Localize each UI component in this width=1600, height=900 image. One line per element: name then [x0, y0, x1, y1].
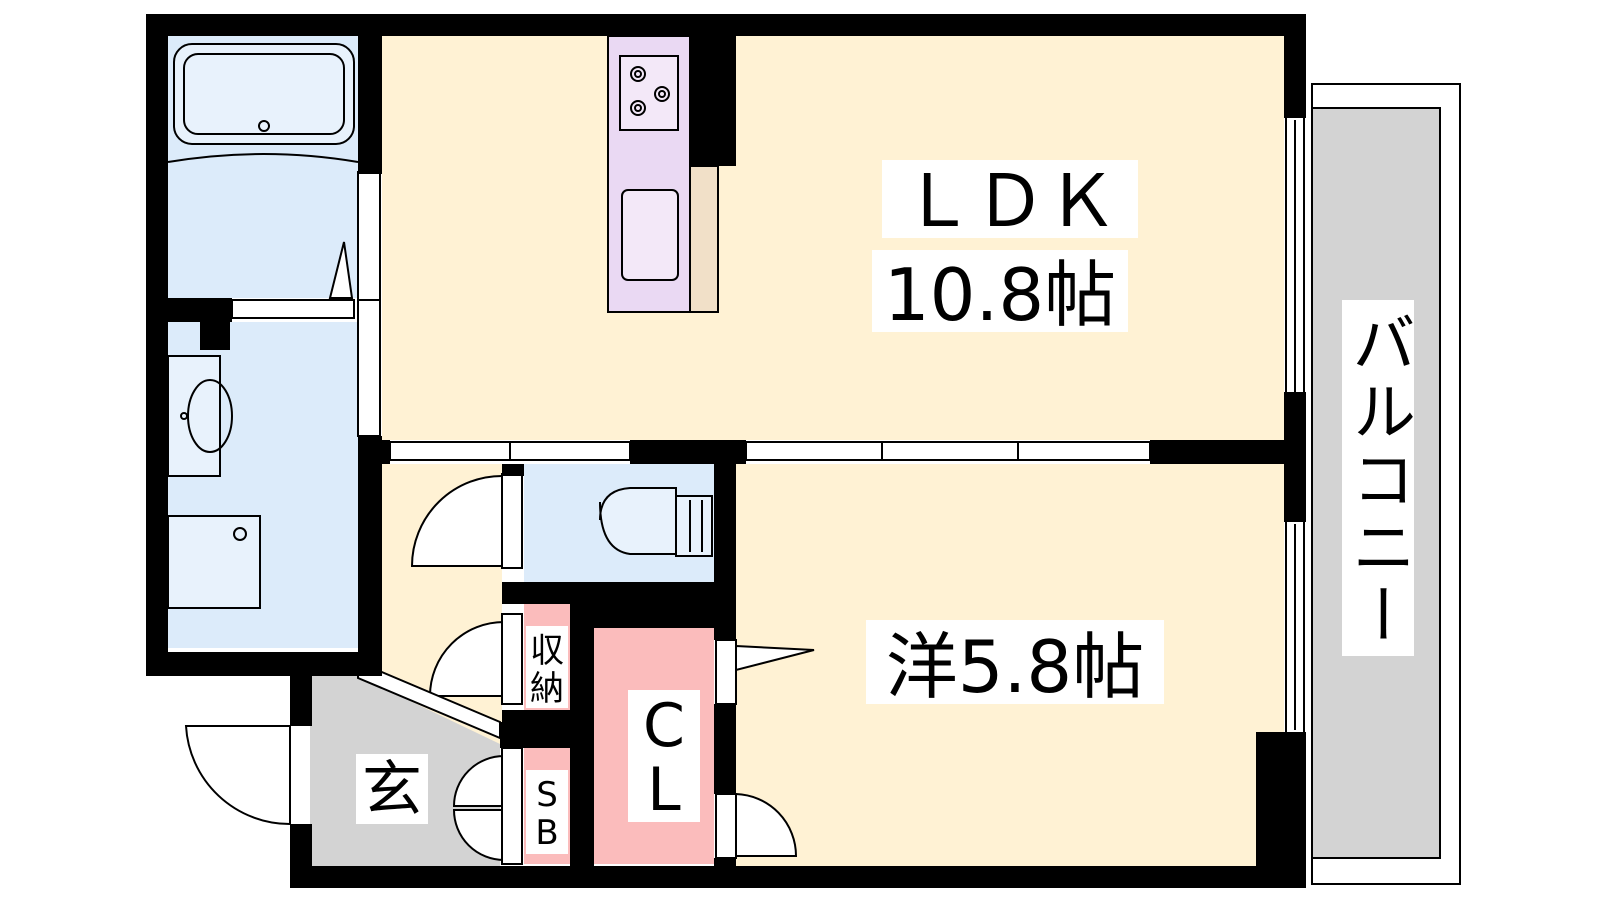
kitchen-back-counter — [689, 165, 719, 313]
entrance-label-group: 玄 — [356, 754, 428, 825]
shoe-box-label-group: S B — [526, 770, 568, 854]
front-door-swing — [184, 725, 291, 826]
ldk-room-size: 10.8帖 — [884, 253, 1116, 337]
walls — [146, 14, 1306, 888]
closet-label-line2: L — [647, 755, 681, 825]
balcony-label: バルコニー — [1341, 310, 1415, 650]
closet-label-line1: C — [643, 691, 685, 761]
balcony-label-group: バルコニー — [1341, 300, 1415, 656]
doors — [184, 473, 815, 865]
sliding-panels — [231, 115, 1305, 735]
closet-label-group: C L — [628, 690, 700, 825]
sink-icon — [621, 189, 679, 281]
shoe-box-label-line2: B — [535, 813, 558, 853]
washing-machine-icon — [167, 515, 261, 609]
ldk-floor — [382, 36, 1284, 440]
kitchen — [607, 35, 719, 313]
washbasin-icon — [167, 355, 221, 477]
ldk-label-group: ＬＤＫ 10.8帖 — [872, 159, 1138, 337]
storage-label-line1: 収 — [530, 631, 564, 671]
entrance-label: 玄 — [362, 755, 422, 825]
western-room-label: 洋5.8帖 — [886, 625, 1145, 709]
storage-label-group: 収 納 — [526, 626, 568, 709]
shoe-box-label-line1: S — [536, 775, 558, 815]
western-room-label-group: 洋5.8帖 — [866, 620, 1164, 709]
balcony — [1311, 83, 1461, 885]
stove-burner-icon — [630, 66, 670, 116]
storage-label-line2: 納 — [530, 669, 564, 709]
ldk-room-name: ＬＤＫ — [902, 159, 1118, 243]
bathtub-icon — [173, 43, 355, 145]
fixtures — [167, 43, 713, 609]
toilet-icon — [599, 487, 713, 557]
